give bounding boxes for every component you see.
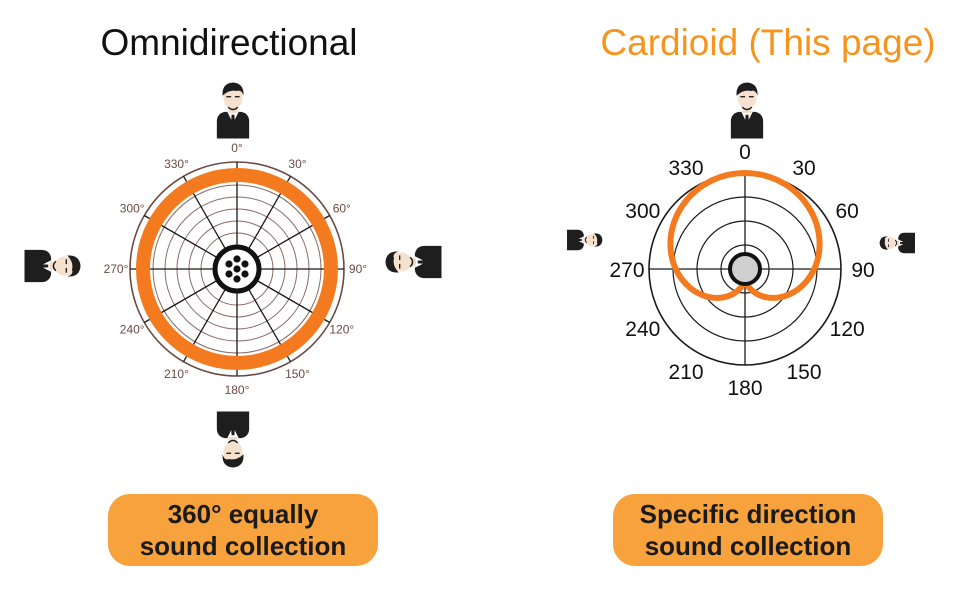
angle-label: 210° — [164, 367, 189, 381]
angle-label: 150° — [285, 367, 310, 381]
angle-label: 180° — [225, 383, 250, 397]
microphone-capsule-icon — [728, 252, 762, 286]
caption-line-2: sound collection — [644, 531, 852, 561]
angle-labels: 0 30 60 90 120 150 180 210 240 270 300 330 — [609, 141, 874, 400]
angle-label: 120° — [329, 323, 354, 337]
person-icon-right — [384, 245, 443, 279]
cardioid-polar-diagram: 0 30 60 90 120 150 180 210 240 270 300 330 — [566, 81, 916, 400]
angle-label: 180 — [727, 377, 762, 400]
angle-label: 300 — [625, 200, 660, 223]
angle-label: 270° — [104, 262, 129, 276]
angle-label: 330° — [164, 157, 189, 171]
omnidirectional-caption: 360° equally sound collection — [108, 494, 378, 566]
angle-label: 330 — [668, 157, 703, 180]
caption-line-2: sound collection — [139, 531, 347, 561]
person-icon-top — [730, 81, 764, 140]
angle-label: 60° — [333, 202, 351, 216]
angle-labels: 0° 30° 60° 90° 120° 150° 180° 210° 240° 270° 300° 3… — [104, 141, 368, 397]
polar-grid — [129, 161, 345, 377]
angle-label: 0° — [231, 141, 243, 155]
angle-label: 30° — [288, 157, 306, 171]
angle-label: 240° — [120, 323, 145, 337]
angle-label: 210 — [668, 361, 703, 384]
omnidirectional-pattern — [136, 168, 338, 370]
caption-line-1: 360° equally — [167, 499, 319, 529]
angle-label: 150 — [786, 361, 821, 384]
angle-label: 120 — [830, 318, 865, 341]
angle-label: 0 — [739, 141, 751, 164]
angle-label: 300° — [120, 202, 145, 216]
angle-label: 270 — [609, 259, 644, 282]
caption-line-1: Specific direction — [639, 499, 857, 529]
cardioid-title: Cardioid (This page) — [600, 22, 936, 63]
person-icon-left — [566, 229, 603, 251]
person-icon-right — [879, 232, 916, 254]
person-icon-top — [216, 81, 250, 140]
cardioid-caption: Specific direction sound collection — [613, 494, 883, 566]
omnidirectional-title: Omnidirectional — [100, 22, 358, 63]
angle-label: 60 — [836, 200, 859, 223]
person-icon-left — [23, 249, 82, 283]
person-icon-bottom — [216, 410, 250, 469]
omnidirectional-polar-diagram: 0° 30° 60° 90° 120° 150° 180° 210° 240° 270° 300° 3… — [23, 81, 443, 469]
microphone-capsule-icon — [212, 244, 262, 294]
angle-label: 240 — [625, 318, 660, 341]
angle-label: 90° — [349, 262, 367, 276]
angle-label: 90 — [851, 259, 874, 282]
angle-label: 30 — [792, 157, 815, 180]
